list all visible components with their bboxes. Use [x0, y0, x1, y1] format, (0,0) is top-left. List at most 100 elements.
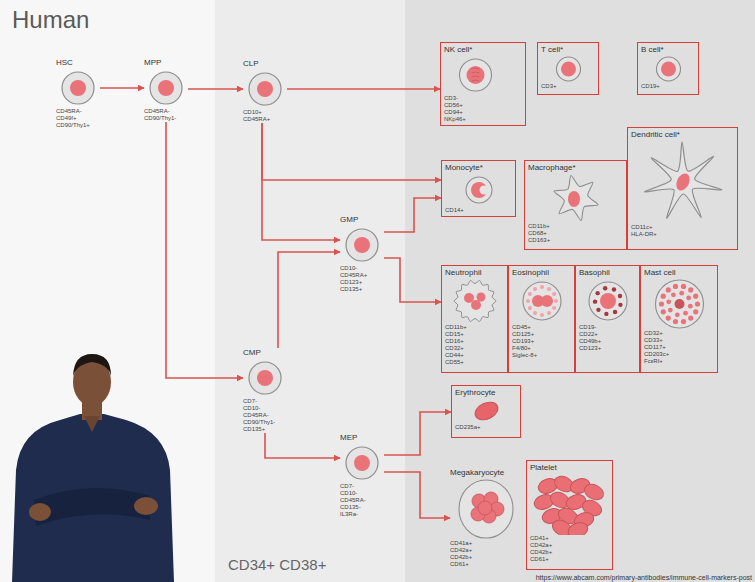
cell-icon	[446, 278, 504, 324]
marker-list: CD10+ CD45RA+	[243, 109, 287, 123]
right-band	[405, 0, 755, 582]
cell-name: B cell*	[641, 45, 664, 55]
cell-icon	[340, 225, 384, 265]
marker-list: CD32+ CD33+ CD117+ CD203c+ FcεRI+	[644, 330, 714, 365]
marker-list: CD45RA- CD49f+ CD90/Thy1+	[56, 108, 100, 129]
cell-icon	[243, 69, 287, 109]
lineage-arrow	[278, 252, 340, 348]
lineage-arrow	[287, 88, 440, 90]
marker-list: CD10- CD45RA+ CD123+ CD135+	[340, 265, 384, 293]
cell-icon	[450, 478, 522, 540]
source-url: https://www.abcam.com/primary-antibodies…	[536, 574, 752, 581]
presenter	[12, 354, 174, 582]
marker-list: CD45+ CD125+ CD193+ F4/80+ Siglec-8+	[512, 324, 571, 359]
marker-list: CD19- CD22+ CD49b+ CD123+	[579, 324, 636, 352]
lineage-arrow	[262, 123, 340, 240]
cell-icon	[529, 173, 623, 223]
presenter-collar	[84, 416, 100, 432]
marker-list: CD11b+ CD15+ CD16+ CD32+ CD44+ CD55+	[445, 324, 504, 366]
cell-name: Basophil	[579, 268, 610, 278]
cell-name: Dendritic cell*	[631, 130, 680, 140]
presenter-arms	[34, 488, 150, 526]
cell-name: GMP	[340, 215, 358, 225]
cell-box: B cell* CD19+	[637, 42, 699, 95]
marker-list: CD45RA- CD90/Thy1-	[144, 108, 188, 122]
cell-name: Monocyte*	[445, 163, 483, 173]
cell-box: EosinophilCD45+ CD125+ CD193+ F4/80+ Sig…	[508, 265, 575, 373]
cell-box: Mast cellCD32+ CD33+ CD117+ CD203c+ FcεR…	[640, 265, 718, 373]
cell-icon	[456, 398, 517, 424]
cell-box: Monocyte* CD14+	[441, 160, 516, 217]
cell-name: NK cell*	[444, 45, 472, 55]
marker-list: CD11b+ CD68+ CD163+	[528, 223, 623, 244]
cell-icon	[580, 278, 636, 324]
population-label: CD34+ CD38+	[228, 556, 326, 573]
cell-box: ErythrocyteCD235a+	[451, 385, 521, 438]
cell-icon	[144, 68, 188, 108]
cell-icon	[446, 173, 512, 207]
progenitor-cell: HSC CD45RA- CD49f+ CD90/Thy1+	[56, 58, 100, 129]
cell-name: Mast cell	[644, 268, 676, 278]
presenter-body	[12, 414, 174, 582]
cell-name: Eosinophil	[512, 268, 549, 278]
cell-icon	[632, 140, 734, 224]
cell-box: T cell* CD3+	[537, 42, 599, 95]
cell-box: NK cell* CD3- CD56+ CD94+ NKp46+	[440, 42, 526, 126]
lineage-arrow	[166, 122, 243, 378]
cell-name: MEP	[340, 433, 357, 443]
cell-name: T cell*	[541, 45, 563, 55]
progenitor-cell: CLP CD10+ CD45RA+	[243, 59, 287, 123]
cell-name: Erythrocyte	[455, 388, 495, 398]
marker-list: CD3- CD56+ CD94+ NKp46+	[444, 95, 522, 123]
cell-icon	[340, 443, 384, 483]
cell-icon	[531, 473, 609, 535]
cell-name: HSC	[56, 58, 73, 68]
progenitor-cell: CMP CD7- CD10- CD45RA- CD90/Thy1- CD135+	[243, 348, 287, 433]
cell-name: MPP	[144, 58, 161, 68]
cell-box: NeutrophilCD11b+ CD15+ CD16+ CD32+ CD44+…	[441, 265, 508, 373]
cell-icon	[542, 55, 595, 83]
presenter-hand	[29, 503, 51, 521]
lineage-arrow	[384, 412, 451, 455]
presenter-hand	[134, 497, 158, 515]
cell-icon	[513, 278, 571, 324]
marker-list: CD41+ CD42a+ CD42b+ CD61+	[530, 535, 609, 563]
progenitor-cell: MPP CD45RA- CD90/Thy1-	[144, 58, 188, 122]
lineage-arrow	[384, 198, 441, 232]
cell-name: Platelet	[530, 463, 557, 473]
cell-icon	[445, 55, 522, 95]
cell-icon	[642, 55, 695, 83]
cell-icon	[645, 278, 714, 330]
left-band	[0, 0, 215, 582]
marker-list: CD41a+ CD42a+ CD42b+ CD61+	[450, 540, 522, 568]
cell-name: Macrophage*	[528, 163, 576, 173]
lineage-arrow	[384, 472, 450, 518]
diagram-title: Human	[12, 6, 89, 34]
lineage-arrow	[265, 433, 340, 458]
progenitor-cell: MEP CD7- CD10- CD45RA- CD135- IL3Ra-	[340, 433, 384, 518]
marker-list: CD3+	[541, 83, 595, 90]
cell-icon	[243, 358, 287, 398]
cell-name: Megakaryocyte	[450, 468, 504, 478]
cell-icon	[56, 68, 100, 108]
lineage-arrow	[262, 123, 441, 180]
cell-name: Neutrophil	[445, 268, 481, 278]
marker-list: CD7- CD10- CD45RA- CD90/Thy1- CD135+	[243, 398, 287, 433]
lineage-arrow	[100, 87, 144, 89]
progenitor-cell: GMP CD10- CD45RA+ CD123+ CD135+	[340, 215, 384, 293]
cell-box: Macrophage* CD11b+ CD68+ CD163+	[524, 160, 627, 250]
marker-list: CD7- CD10- CD45RA- CD135- IL3Ra-	[340, 483, 384, 518]
cell-box: PlateletCD41+ CD42a+ CD42b+ CD61+	[526, 460, 613, 570]
cell-name: CMP	[243, 348, 261, 358]
marker-list: CD11c+ HLA-DR+	[631, 224, 734, 238]
presenter-hair	[73, 354, 111, 376]
lineage-arrow	[384, 258, 441, 302]
cell-name: CLP	[243, 59, 259, 69]
cell-box: BasophilCD19- CD22+ CD49b+ CD123+	[575, 265, 640, 373]
marker-list: CD235a+	[455, 424, 517, 431]
marker-list: CD19+	[641, 83, 695, 90]
cell-box: Dendritic cell* CD11c+ HLA-DR+	[627, 127, 738, 250]
middle-band	[215, 0, 405, 582]
marker-list: CD14+	[445, 207, 512, 214]
